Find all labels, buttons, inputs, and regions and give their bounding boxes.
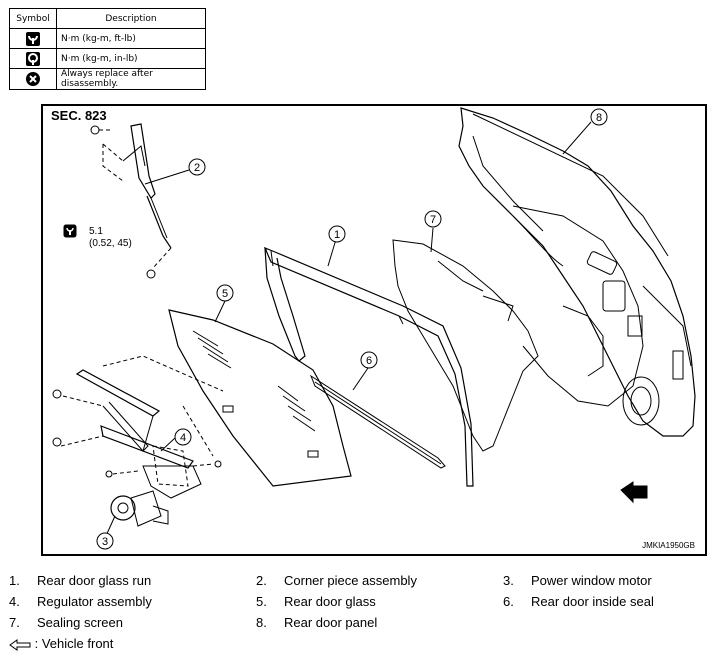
callout-4 [174, 428, 192, 446]
part-number: 7. [9, 615, 20, 630]
legend-row-1-symbol [9, 28, 57, 49]
part-item-7: 7. Sealing screen [9, 615, 123, 630]
legend-row-3-text: Always replace after disassembly. [56, 68, 206, 90]
callout-6 [360, 351, 378, 369]
callout-1-label: 1 [334, 229, 340, 241]
torque-value: 5.1 [89, 226, 103, 237]
callout-7 [424, 210, 442, 228]
part-label: Rear door glass run [37, 573, 152, 588]
callout-6-label: 6 [366, 355, 372, 367]
part-label: Power window motor [531, 573, 652, 588]
part-number: 3. [503, 573, 514, 588]
part-item-6: 6. Rear door inside seal [503, 594, 654, 609]
torque-wrench-inlb-icon [26, 51, 40, 66]
exploded-diagram-frame: SEC. 823 JMKIA1950GB [41, 104, 707, 556]
rear-door-glass [168, 309, 352, 487]
torque-sub-value: (0.52, 45) [89, 238, 132, 249]
part-label: Rear door panel [284, 615, 378, 630]
sealing-screen [392, 239, 539, 452]
vehicle-front-label: : Vehicle front [34, 636, 114, 651]
part-item-5: 5. Rear door glass [256, 594, 376, 609]
part-item-1: 1. Rear door glass run [9, 573, 151, 588]
part-number: 5. [256, 594, 267, 609]
torque-wrench-icon [26, 31, 40, 46]
callout-2 [188, 158, 206, 176]
part-label: Regulator assembly [37, 594, 152, 609]
rear-door-panel [458, 107, 696, 437]
figure-code: JMKIA1950GB [642, 541, 695, 550]
symbol-legend-table: Symbol Description N·m (kg-m, ft-lb) N·m… [9, 8, 206, 90]
legend-header-symbol: Symbol [9, 8, 57, 29]
part-number: 8. [256, 615, 267, 630]
vehicle-front-arrow-icon [9, 638, 31, 651]
part-label: Sealing screen [37, 615, 123, 630]
torque-spec-text: 5.1 (0.52, 45) [89, 226, 132, 250]
part-item-8: 8. Rear door panel [256, 615, 377, 630]
part-label: Corner piece assembly [284, 573, 417, 588]
part-item-2: 2. Corner piece assembly [256, 573, 417, 588]
part-label: Rear door inside seal [531, 594, 654, 609]
part-number: 2. [256, 573, 267, 588]
callout-4-label: 4 [180, 432, 186, 444]
replace-icon [26, 72, 40, 86]
legend-row-1-text: N·m (kg-m, ft-lb) [56, 28, 206, 49]
callout-2-label: 2 [194, 162, 200, 174]
regulator-assembly [52, 355, 224, 499]
vehicle-front-arrow-in-diagram [620, 481, 648, 504]
legend-row-2-symbol [9, 48, 57, 69]
vehicle-front-legend: : Vehicle front [9, 636, 113, 651]
corner-piece-assembly [90, 123, 172, 279]
callout-7-label: 7 [430, 214, 436, 226]
callout-1 [328, 225, 346, 243]
section-label: SEC. 823 [51, 108, 107, 123]
callout-3 [96, 532, 114, 550]
part-item-4: 4. Regulator assembly [9, 594, 152, 609]
callout-8 [590, 108, 608, 126]
callout-5 [216, 284, 234, 302]
legend-row-2-text: N·m (kg-m, in-lb) [56, 48, 206, 69]
power-window-motor [110, 490, 169, 527]
callouts: 1 2 3 4 5 6 7 [96, 108, 608, 550]
part-label: Rear door glass [284, 594, 376, 609]
part-number: 4. [9, 594, 20, 609]
part-item-3: 3. Power window motor [503, 573, 652, 588]
legend-header-description: Description [56, 8, 206, 29]
torque-spec-callout [63, 224, 77, 238]
part-number: 1. [9, 573, 20, 588]
door-exploded-view: 1 2 3 4 5 6 7 [52, 107, 696, 550]
callout-3-label: 3 [102, 536, 108, 548]
callout-5-label: 5 [222, 288, 228, 300]
rear-door-inside-seal [309, 374, 446, 469]
part-number: 6. [503, 594, 514, 609]
callout-8-label: 8 [596, 112, 602, 124]
legend-row-3-symbol [9, 68, 57, 90]
